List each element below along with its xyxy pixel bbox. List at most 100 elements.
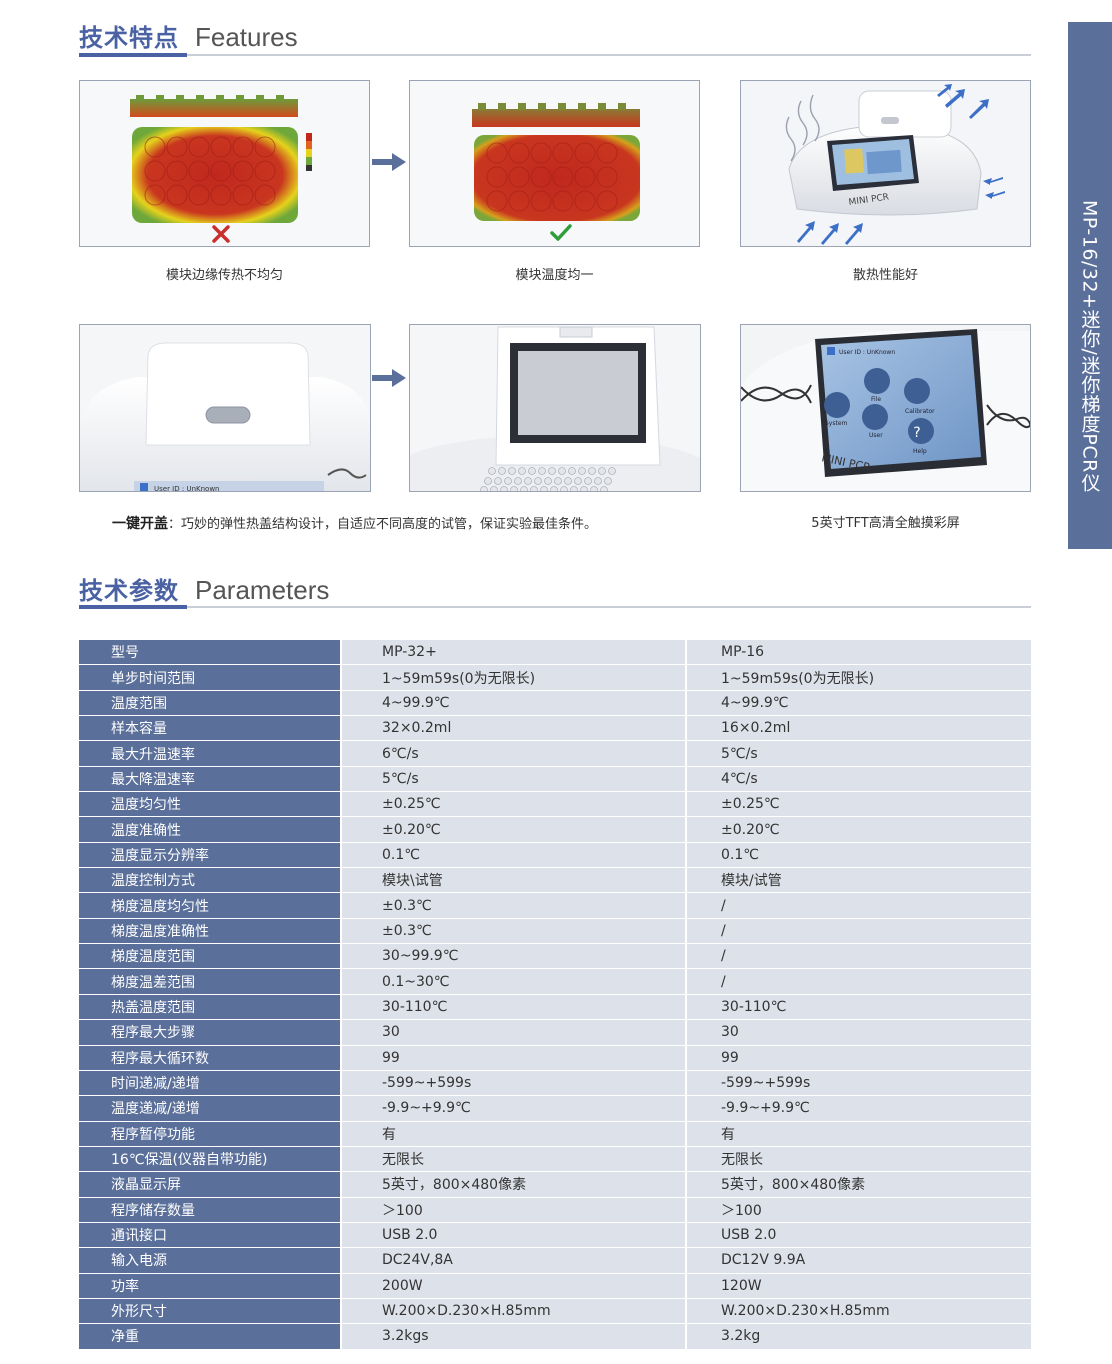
- param-label: 样本容量: [79, 716, 342, 742]
- param-value-mp32: 30-110℃: [342, 994, 687, 1021]
- param-value-mp32: 30: [342, 1020, 687, 1046]
- param-value-mp32: 0.1℃: [342, 842, 687, 869]
- param-value-mp16: 30-110℃: [687, 994, 1031, 1021]
- screen-caption: 5英寸TFT高清全触摸彩屏: [811, 516, 960, 531]
- param-value-mp32: DC24V,8A: [342, 1248, 687, 1274]
- param-label: 外形尺寸: [79, 1298, 342, 1325]
- lid-caption: 一键开盖：巧妙的弹性热盖结构设计，自适应不同高度的试管，保证实验最佳条件。: [79, 513, 701, 533]
- features-heading: 技术特点 Features: [79, 18, 298, 53]
- side-band: [1068, 22, 1112, 549]
- parameters-rule: [79, 605, 1031, 609]
- param-label: 温度均匀性: [79, 792, 342, 818]
- param-label: 温度准确性: [79, 817, 342, 843]
- param-label: 温度显示分辨率: [79, 842, 342, 869]
- param-value-mp32: USB 2.0: [342, 1222, 687, 1249]
- touchscreen-panel: User ID : UnKnown ? File Calibrator Syst…: [740, 324, 1031, 492]
- param-label: 16℃保温(仪器自带功能): [79, 1146, 342, 1173]
- table-row: 16℃保温(仪器自带功能)无限长无限长: [79, 1146, 1031, 1173]
- param-value-mp16: 有: [687, 1121, 1031, 1147]
- param-label: 程序最大循环数: [79, 1045, 342, 1071]
- param-value-mp16: 5英寸，800×480像素: [687, 1172, 1031, 1198]
- param-value-mp16: 4℃/s: [687, 766, 1031, 793]
- param-value-mp32: 无限长: [342, 1146, 687, 1173]
- param-value-mp32: 有: [342, 1121, 687, 1147]
- param-value-mp16: 无限长: [687, 1146, 1031, 1173]
- table-row: 梯度温度准确性±0.3℃/: [79, 918, 1031, 945]
- param-label: 梯度温度均匀性: [79, 893, 342, 919]
- param-value-mp16: W.200×D.230×H.85mm: [687, 1298, 1031, 1325]
- param-value-mp32: 模块\试管: [342, 868, 687, 894]
- uniform-heating-panel: [409, 80, 700, 247]
- param-label: 单步时间范围: [79, 665, 342, 691]
- param-value-mp16: 4~99.9℃: [687, 690, 1031, 717]
- param-value-mp16: 1~59m59s(0为无限长): [687, 665, 1031, 691]
- cooling-illustration: MINI PCR: [785, 84, 1005, 245]
- uneven-heating-panel: [79, 80, 370, 247]
- param-value-mp32: -599~+599s: [342, 1070, 687, 1097]
- param-value-mp16: USB 2.0: [687, 1222, 1031, 1249]
- arrow-right-icon-2: [372, 369, 406, 387]
- param-value-mp32: 200W: [342, 1273, 687, 1299]
- param-value-mp16: -599~+599s: [687, 1070, 1031, 1097]
- param-label: 温度控制方式: [79, 868, 342, 894]
- param-label: 梯度温度准确性: [79, 918, 342, 945]
- parameters-title-en: Parameters: [195, 575, 330, 605]
- table-row: 温度均匀性±0.25℃±0.25℃: [79, 792, 1031, 818]
- param-value-mp16: 0.1℃: [687, 842, 1031, 869]
- cooling-panel: MINI PCR: [740, 80, 1031, 247]
- lid-closed-user-id: User ID : UnKnown: [154, 485, 219, 492]
- param-value-mp16: ＞100: [687, 1197, 1031, 1223]
- param-value-mp32: 32×0.2ml: [342, 716, 687, 742]
- uniform-caption: 模块温度均一: [515, 268, 594, 283]
- cooling-caption: 散热性能好: [852, 268, 918, 283]
- screen-icon-file: File: [871, 396, 881, 403]
- param-label: 热盖温度范围: [79, 994, 342, 1021]
- arrow-right-icon: [372, 153, 406, 171]
- param-value-mp32: 1~59m59s(0为无限长): [342, 665, 687, 691]
- param-value-mp16: /: [687, 944, 1031, 970]
- param-value-mp16: 30: [687, 1020, 1031, 1046]
- table-row: 程序储存数量＞100＞100: [79, 1197, 1031, 1223]
- param-value-mp16: 5℃/s: [687, 741, 1031, 767]
- param-value-mp32: 99: [342, 1045, 687, 1071]
- param-value-mp32: 4~99.9℃: [342, 690, 687, 717]
- param-value-mp16: 120W: [687, 1273, 1031, 1299]
- param-value-mp32: ±0.25℃: [342, 792, 687, 818]
- screen-user-id: User ID : UnKnown: [839, 349, 895, 356]
- table-row: 温度递减/递增-9.9~+9.9℃-9.9~+9.9℃: [79, 1096, 1031, 1122]
- param-label: 功率: [79, 1273, 342, 1299]
- param-label: 最大升温速率: [79, 741, 342, 767]
- param-value-mp32: 5℃/s: [342, 766, 687, 793]
- param-value-mp32: MP-32+: [342, 640, 687, 666]
- param-value-mp32: 0.1~30℃: [342, 969, 687, 995]
- param-value-mp32: ±0.20℃: [342, 817, 687, 843]
- features-rule: [79, 53, 1031, 57]
- parameters-title-cn: 技术参数: [79, 577, 179, 605]
- param-value-mp16: 99: [687, 1045, 1031, 1071]
- cross-icon: [212, 225, 230, 243]
- airflow-arrows-icon: [797, 84, 1005, 245]
- param-label: 温度范围: [79, 690, 342, 717]
- table-row: 温度控制方式模块\试管模块/试管: [79, 868, 1031, 894]
- param-value-mp32: 30~99.9℃: [342, 944, 687, 970]
- lid-caption-text: ：巧妙的弹性热盖结构设计，自适应不同高度的试管，保证实验最佳条件。: [168, 517, 598, 532]
- param-label: 净重: [79, 1324, 342, 1350]
- param-value-mp16: 模块/试管: [687, 868, 1031, 894]
- side-band-title: MP-16/32+迷你/迷你梯度PCR仪: [1078, 200, 1101, 493]
- param-label: 液晶显示屏: [79, 1172, 342, 1198]
- lid-open-panel: [409, 324, 701, 492]
- lid-caption-bold: 一键开盖: [112, 516, 168, 532]
